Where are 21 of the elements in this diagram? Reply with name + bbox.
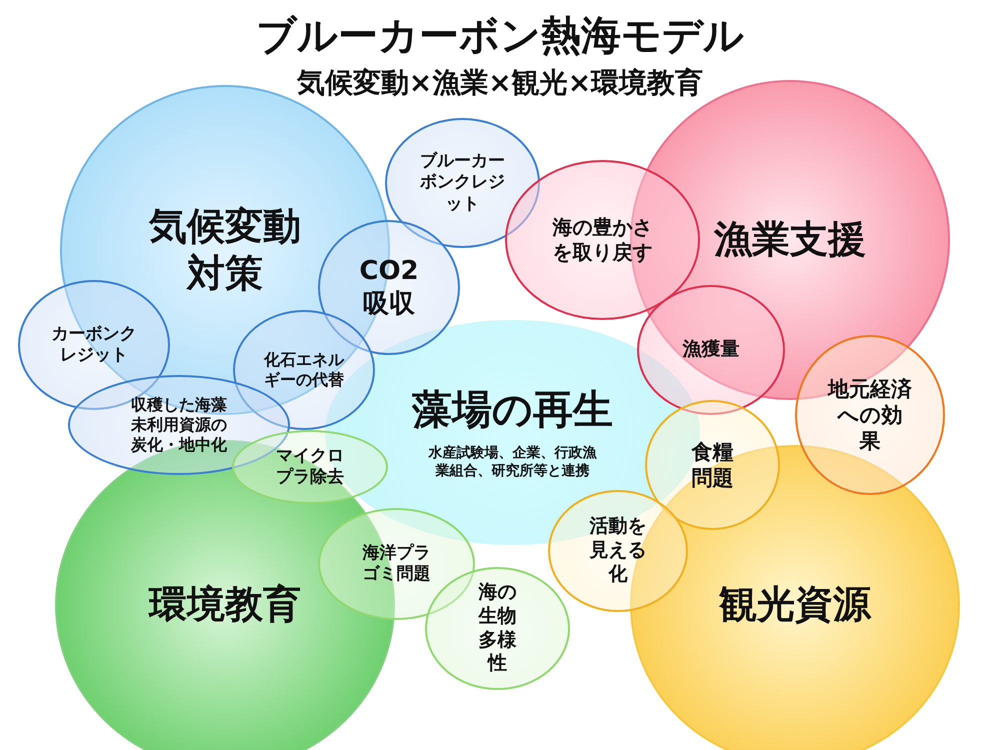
node-label: CO2 吸収 <box>358 255 420 320</box>
node-label: 活動を見える化 <box>590 515 646 587</box>
subtitle: 気候変動×漁業×観光×環境教育 <box>296 65 704 101</box>
node-label: 海の生物多様性 <box>478 581 516 676</box>
node-label: マイクロプラ除去 <box>276 446 344 488</box>
node-label: 藻場の再生 <box>411 386 614 435</box>
node-label: 海の豊かさを取り戻す <box>552 215 652 265</box>
node-label: 地元経済への効果 <box>828 376 912 454</box>
node-label: カーボンクレジット <box>52 324 136 366</box>
node-label: 漁業支援 <box>712 216 867 264</box>
node-label: 収穫した海藻未利用資源の炭化・地中化 <box>130 395 228 455</box>
node-label: 気候変動対策 <box>149 202 301 297</box>
diagram-title: ブルーカーボン熱海モデル <box>255 12 745 61</box>
node-label: 海洋プラゴミ問題 <box>362 542 430 586</box>
node-note: 水産試験場、企業、行政漁業組合、研究所等と連携 <box>428 445 596 480</box>
node-label: ブルーカーボンクレジット <box>420 151 505 215</box>
node-label: 環境教育 <box>147 581 302 628</box>
node-label: 食糧問題 <box>692 438 734 492</box>
node-label: 観光資源 <box>718 581 872 628</box>
node-label: 化石エネルギーの代替 <box>264 350 344 390</box>
node-label: 漁獲量 <box>681 338 740 362</box>
